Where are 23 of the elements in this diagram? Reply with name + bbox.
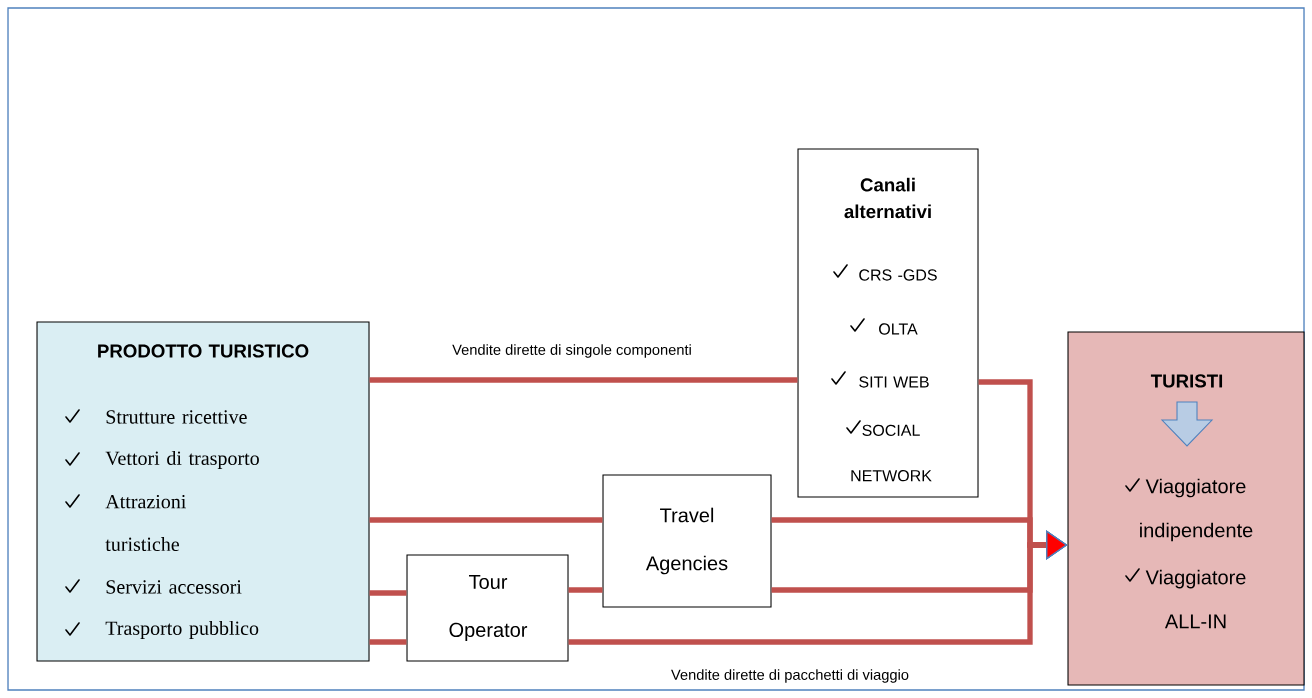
list-item: Servizi accessori: [106, 580, 242, 594]
box-label: Tour Operator: [449, 575, 528, 641]
connector: [369, 377, 798, 383]
list-item: Strutture ricettive: [106, 410, 247, 424]
list-item: SITI WEB: [859, 376, 929, 388]
list-item: Trasporto pubblico: [105, 620, 259, 640]
connector: [369, 590, 407, 596]
box-label: Travel Agencies: [645, 507, 728, 575]
list-item: Viaggiatore ALL-IN: [1145, 569, 1246, 629]
list-item: SOCIAL NETWORK: [851, 424, 932, 482]
list-item: CRS -GDS: [859, 269, 937, 281]
list-item: OLTA: [879, 323, 918, 335]
connector: [568, 587, 603, 593]
edge-label: Vendite dirette di singole componenti: [450, 342, 694, 360]
connector: [369, 517, 603, 523]
list-item: Viaggiatore indipendente: [1140, 478, 1253, 542]
connector: [369, 639, 407, 645]
box-heading: TURISTI: [1150, 374, 1223, 388]
edge-label: Vendite dirette di pacchetti di viaggio: [669, 667, 911, 685]
list-item: Vettori di trasporto: [105, 450, 259, 470]
box-heading: PRODOTTO TURISTICO: [98, 344, 309, 358]
list-item: Attrazioni turistiche: [105, 494, 186, 552]
box-heading: Canali alternativi: [844, 177, 931, 219]
